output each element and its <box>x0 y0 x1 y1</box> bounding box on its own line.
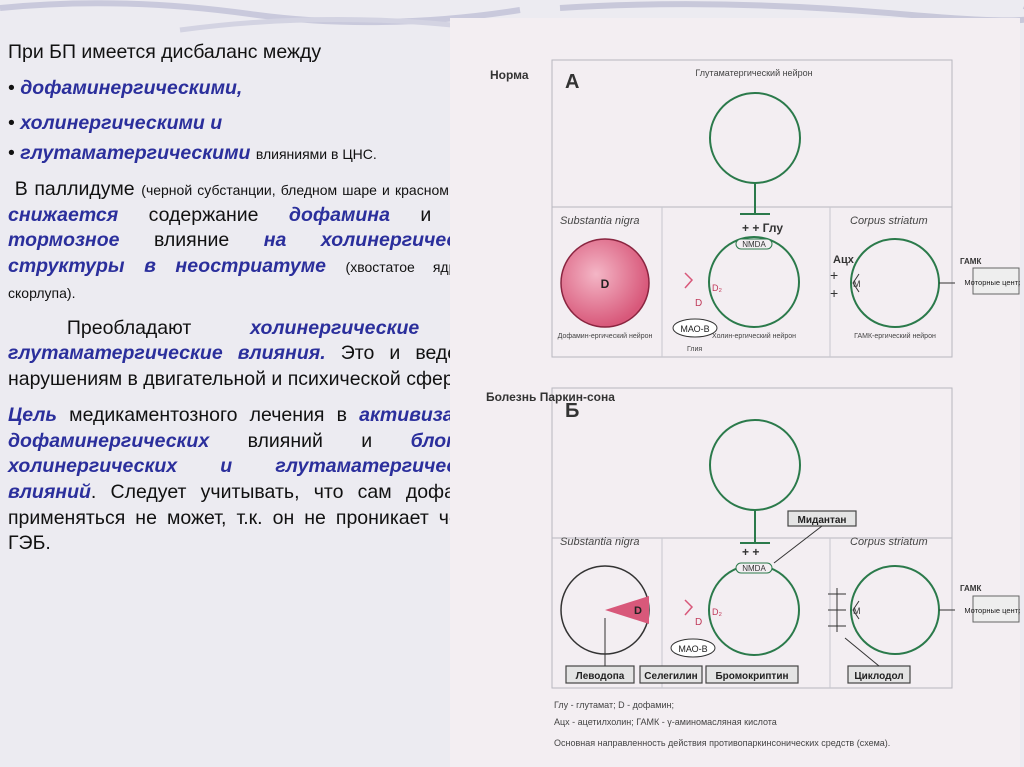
bullet-mark: • <box>8 142 15 165</box>
substantia-nigra-label: Substantia nigra <box>560 215 640 227</box>
text: Следует учитывать, что сам дофамин приме… <box>8 481 491 555</box>
reduced-dopamine-wedge <box>605 596 649 624</box>
corpus-striatum-label-b: Corpus striatum <box>850 536 928 548</box>
text: содержание <box>148 203 259 226</box>
motor-centers-box <box>972 267 1020 295</box>
cyclodol-label: Циклодол <box>854 671 903 682</box>
mao-b-label-b: МАО-В <box>678 644 707 654</box>
legend-line-2: Ацх - ацетилхолин; ГАМК - γ-аминомасляна… <box>554 717 777 727</box>
paragraph-pallidum: В паллидуме (черной субстанции, бледном … <box>8 177 490 306</box>
text: снижается <box>8 203 119 226</box>
m-receptor-label-b: М <box>853 606 861 616</box>
corpus-striatum-label: Corpus striatum <box>850 215 928 227</box>
gaba-label: ГАМК <box>960 257 981 266</box>
d2-receptor-label-b: D₂ <box>712 607 722 617</box>
dopamine-small-label: D <box>695 298 702 309</box>
mao-b-label: МАО-В <box>680 324 709 334</box>
text: на холинергические структуры в неостриат… <box>8 229 490 278</box>
bromocriptin-box <box>705 665 799 684</box>
svg-text:+ +: + + <box>742 545 759 559</box>
text: . <box>90 481 97 504</box>
gaba-neuron-circle-b <box>850 565 940 655</box>
d2-receptor-label: D₂ <box>712 283 722 293</box>
legend-line-1: Глу - глутамат; D - дофамин; <box>554 700 674 710</box>
motor-centers-label: Моторные центры <box>964 278 1020 287</box>
gaba-label-b: ГАМК <box>960 584 981 593</box>
midantan-label: Мидантан <box>798 515 847 526</box>
ach-label: Ацх <box>833 254 855 266</box>
glutamatergic-neuron-circle-b <box>709 419 801 511</box>
bullet-text: глутаматергическими <box>20 142 251 165</box>
nmda-label-b: NMDA <box>742 564 766 573</box>
cholinergic-neuron-circle <box>708 236 800 328</box>
parkinson-diagram: Норма А Глутаматергический нейрон Substa… <box>486 59 1020 748</box>
text: тормозное <box>8 229 120 252</box>
text: влияние <box>153 229 230 252</box>
motor-centers-box-b <box>972 595 1020 623</box>
glia-label: Глия <box>687 346 702 353</box>
text: медикаментозного лечения в <box>69 403 347 426</box>
bullet-text: дофаминергическими, <box>20 76 243 99</box>
frame-b-top <box>551 387 953 539</box>
text: влияний и <box>247 429 373 452</box>
text: Цель <box>8 403 58 426</box>
glu-plus-label: + + Глу <box>742 221 783 235</box>
bromocriptin-label: Бромокриптин <box>715 671 788 682</box>
text: Преобладают <box>66 316 192 339</box>
slide-text: При БП имеется дисбаланс между • дофамин… <box>8 40 490 561</box>
levodopa-box <box>565 665 635 684</box>
text: В паллидуме <box>14 177 135 200</box>
svg-text:+: + <box>830 267 838 283</box>
gaba-neuron-circle <box>850 238 940 328</box>
diagram-panel: Норма А Глутаматергический нейрон Substa… <box>450 18 1020 767</box>
text: холинергические и глутаматергические вли… <box>8 316 491 365</box>
state-label-normal: Норма <box>490 68 529 82</box>
svg-text:+: + <box>830 285 838 301</box>
frame-a-bottom <box>551 206 953 358</box>
substantia-nigra-label-b: Substantia nigra <box>560 536 640 548</box>
dopamine-small-label-b: D <box>695 617 702 628</box>
dopaminergic-neuron-label: Дофамин-ергический нейрон <box>558 332 653 340</box>
paragraph-predominate: Преобладают холинергические и глутаматер… <box>8 316 490 393</box>
diagram-caption: Основная направленность действия противо… <box>554 738 890 748</box>
dopamine-d-label-b: D <box>634 605 642 617</box>
bullet-text: холинергическими и <box>20 112 223 135</box>
cholinergic-neuron-label: Холин-ергический нейрон <box>712 332 796 340</box>
levodopa-label: Леводопа <box>576 671 625 682</box>
decorative-background-stripes <box>0 0 1024 33</box>
bullet-glutamatergic: • глутаматергическими влияниями в ЦНС. <box>8 141 490 167</box>
glutamatergic-neuron-circle <box>709 92 801 184</box>
selegilin-label: Селегилин <box>644 671 697 682</box>
bullet-tail: влияниями в ЦНС. <box>255 146 377 163</box>
bullet-cholinergic: • холинергическими и <box>8 111 490 137</box>
cholinergic-neuron-circle-b <box>708 564 800 656</box>
bullet-dopaminergic: • дофаминергическими, <box>8 76 490 102</box>
state-label-parkinson: Болезнь Паркин-сона <box>486 390 615 404</box>
m-receptor-label: М <box>853 279 861 289</box>
gaba-neuron-label: ГАМК-ергический нейрон <box>854 332 936 340</box>
bullet-mark: • <box>8 76 15 99</box>
intro-line: При БП имеется дисбаланс между <box>8 41 322 63</box>
text: (черной субстанции, бледном шаре и красн… <box>141 181 490 198</box>
mao-b-enzyme-b <box>670 638 716 658</box>
frame-b-bottom <box>551 537 953 689</box>
motor-centers-label-b: Моторные центры <box>964 606 1020 615</box>
nmda-label: NMDA <box>742 240 766 249</box>
paragraph-goal: Цель медикаментозного лечения в активиза… <box>8 403 490 557</box>
dopamine-d-label: D <box>601 277 610 291</box>
frame-a-top <box>551 59 953 208</box>
text: дофамина <box>288 203 390 226</box>
selegilin-box <box>639 665 703 684</box>
panel-letter-b: Б <box>565 400 579 422</box>
glu-neuron-label: Глутаматергический нейрон <box>695 68 812 78</box>
bullet-mark: • <box>8 112 15 135</box>
panel-letter-a: А <box>565 71 579 93</box>
dopaminergic-neuron-circle <box>560 238 650 328</box>
nmda-receptor <box>735 238 773 250</box>
mao-b-enzyme <box>672 318 718 338</box>
